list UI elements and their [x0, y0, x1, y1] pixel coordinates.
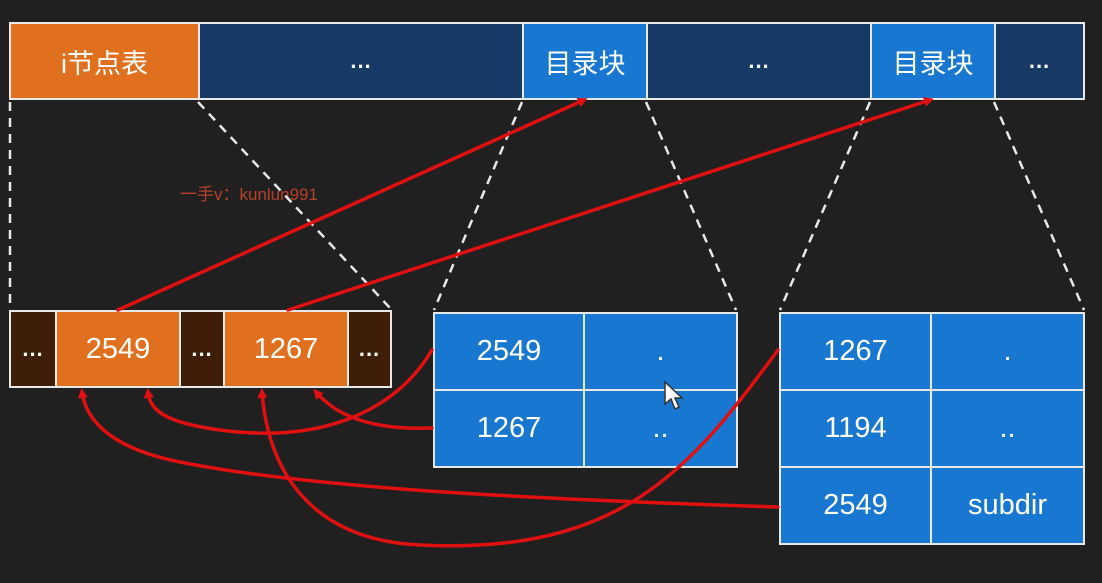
inode-entry-1267: 1267 — [223, 310, 349, 388]
ellipsis-segment: ... — [198, 22, 524, 100]
guide-line — [644, 101, 738, 311]
dir-block-1-inode: 2549 — [433, 312, 585, 391]
inode-entry-2549: 2549 — [55, 310, 181, 388]
ellipsis-segment: ... — [646, 22, 872, 100]
dir-block-2-name: .. — [930, 389, 1085, 468]
guide-line — [778, 101, 872, 311]
inode-ellipsis: ... — [347, 310, 392, 388]
guide-line — [992, 101, 1086, 311]
guide-line — [432, 101, 524, 311]
mouse-cursor-icon — [664, 380, 684, 411]
arrow-dir1-dotdot-to-1267 — [313, 388, 434, 430]
directory-block-segment-2: 目录块 — [870, 22, 996, 100]
guide-line — [197, 101, 391, 309]
dir-block-2-name: subdir — [930, 466, 1085, 545]
ellipsis-segment: ... — [994, 22, 1085, 100]
inode-table-segment: i节点表 — [9, 22, 200, 100]
dir-block-1-name: .. — [583, 389, 738, 468]
arrow-2549-to-dir-block-1 — [116, 97, 588, 312]
dir-block-1-name: . — [583, 312, 738, 391]
dir-block-2-name: . — [930, 312, 1085, 391]
directory-block-segment-1: 目录块 — [522, 22, 648, 100]
dir-block-1-inode: 1267 — [433, 389, 585, 468]
dir-block-2-inode: 1267 — [779, 312, 932, 391]
dir-block-2-inode: 2549 — [779, 466, 932, 545]
arrow-1267-to-dir-block-2 — [286, 97, 934, 312]
inode-ellipsis: ... — [9, 310, 57, 388]
dir-block-2-inode: 1194 — [779, 389, 932, 468]
inode-ellipsis: ... — [179, 310, 225, 388]
watermark-text: 一手v：kunlun991 — [180, 185, 318, 204]
